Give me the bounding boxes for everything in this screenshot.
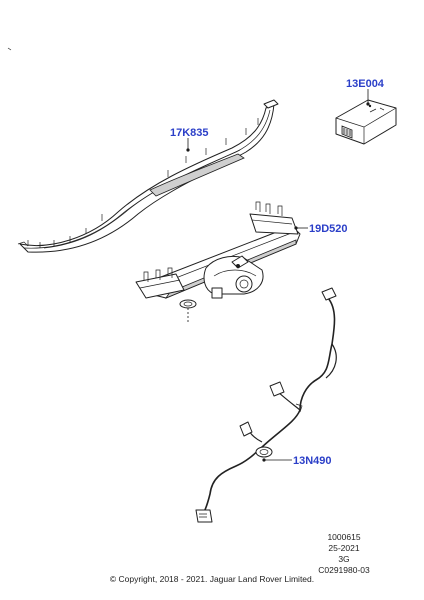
copyright-notice: © Copyright, 2018 - 2021. Jaguar Land Ro… xyxy=(109,574,315,584)
wiring-harness xyxy=(195,287,337,523)
bumper-cover xyxy=(17,99,279,253)
reference-line-3: 3G xyxy=(338,554,350,564)
reference-line-2: 25-2021 xyxy=(328,543,360,553)
reference-line-1: 1000615 xyxy=(327,532,361,542)
callout-bumper-cover: 17K835 xyxy=(170,127,209,139)
callout-wiring-harness: 13N490 xyxy=(293,455,332,467)
callout-module: 13E004 xyxy=(346,78,385,90)
reference-code-block: 1000615 25-2021 3G C0291980-03 xyxy=(304,532,384,576)
callout-tow-bar: 19D520 xyxy=(309,223,348,235)
electronic-module xyxy=(335,99,397,145)
reference-line-4: C0291980-03 xyxy=(318,565,370,575)
corner-mark xyxy=(7,47,12,51)
tow-bar xyxy=(135,201,301,322)
